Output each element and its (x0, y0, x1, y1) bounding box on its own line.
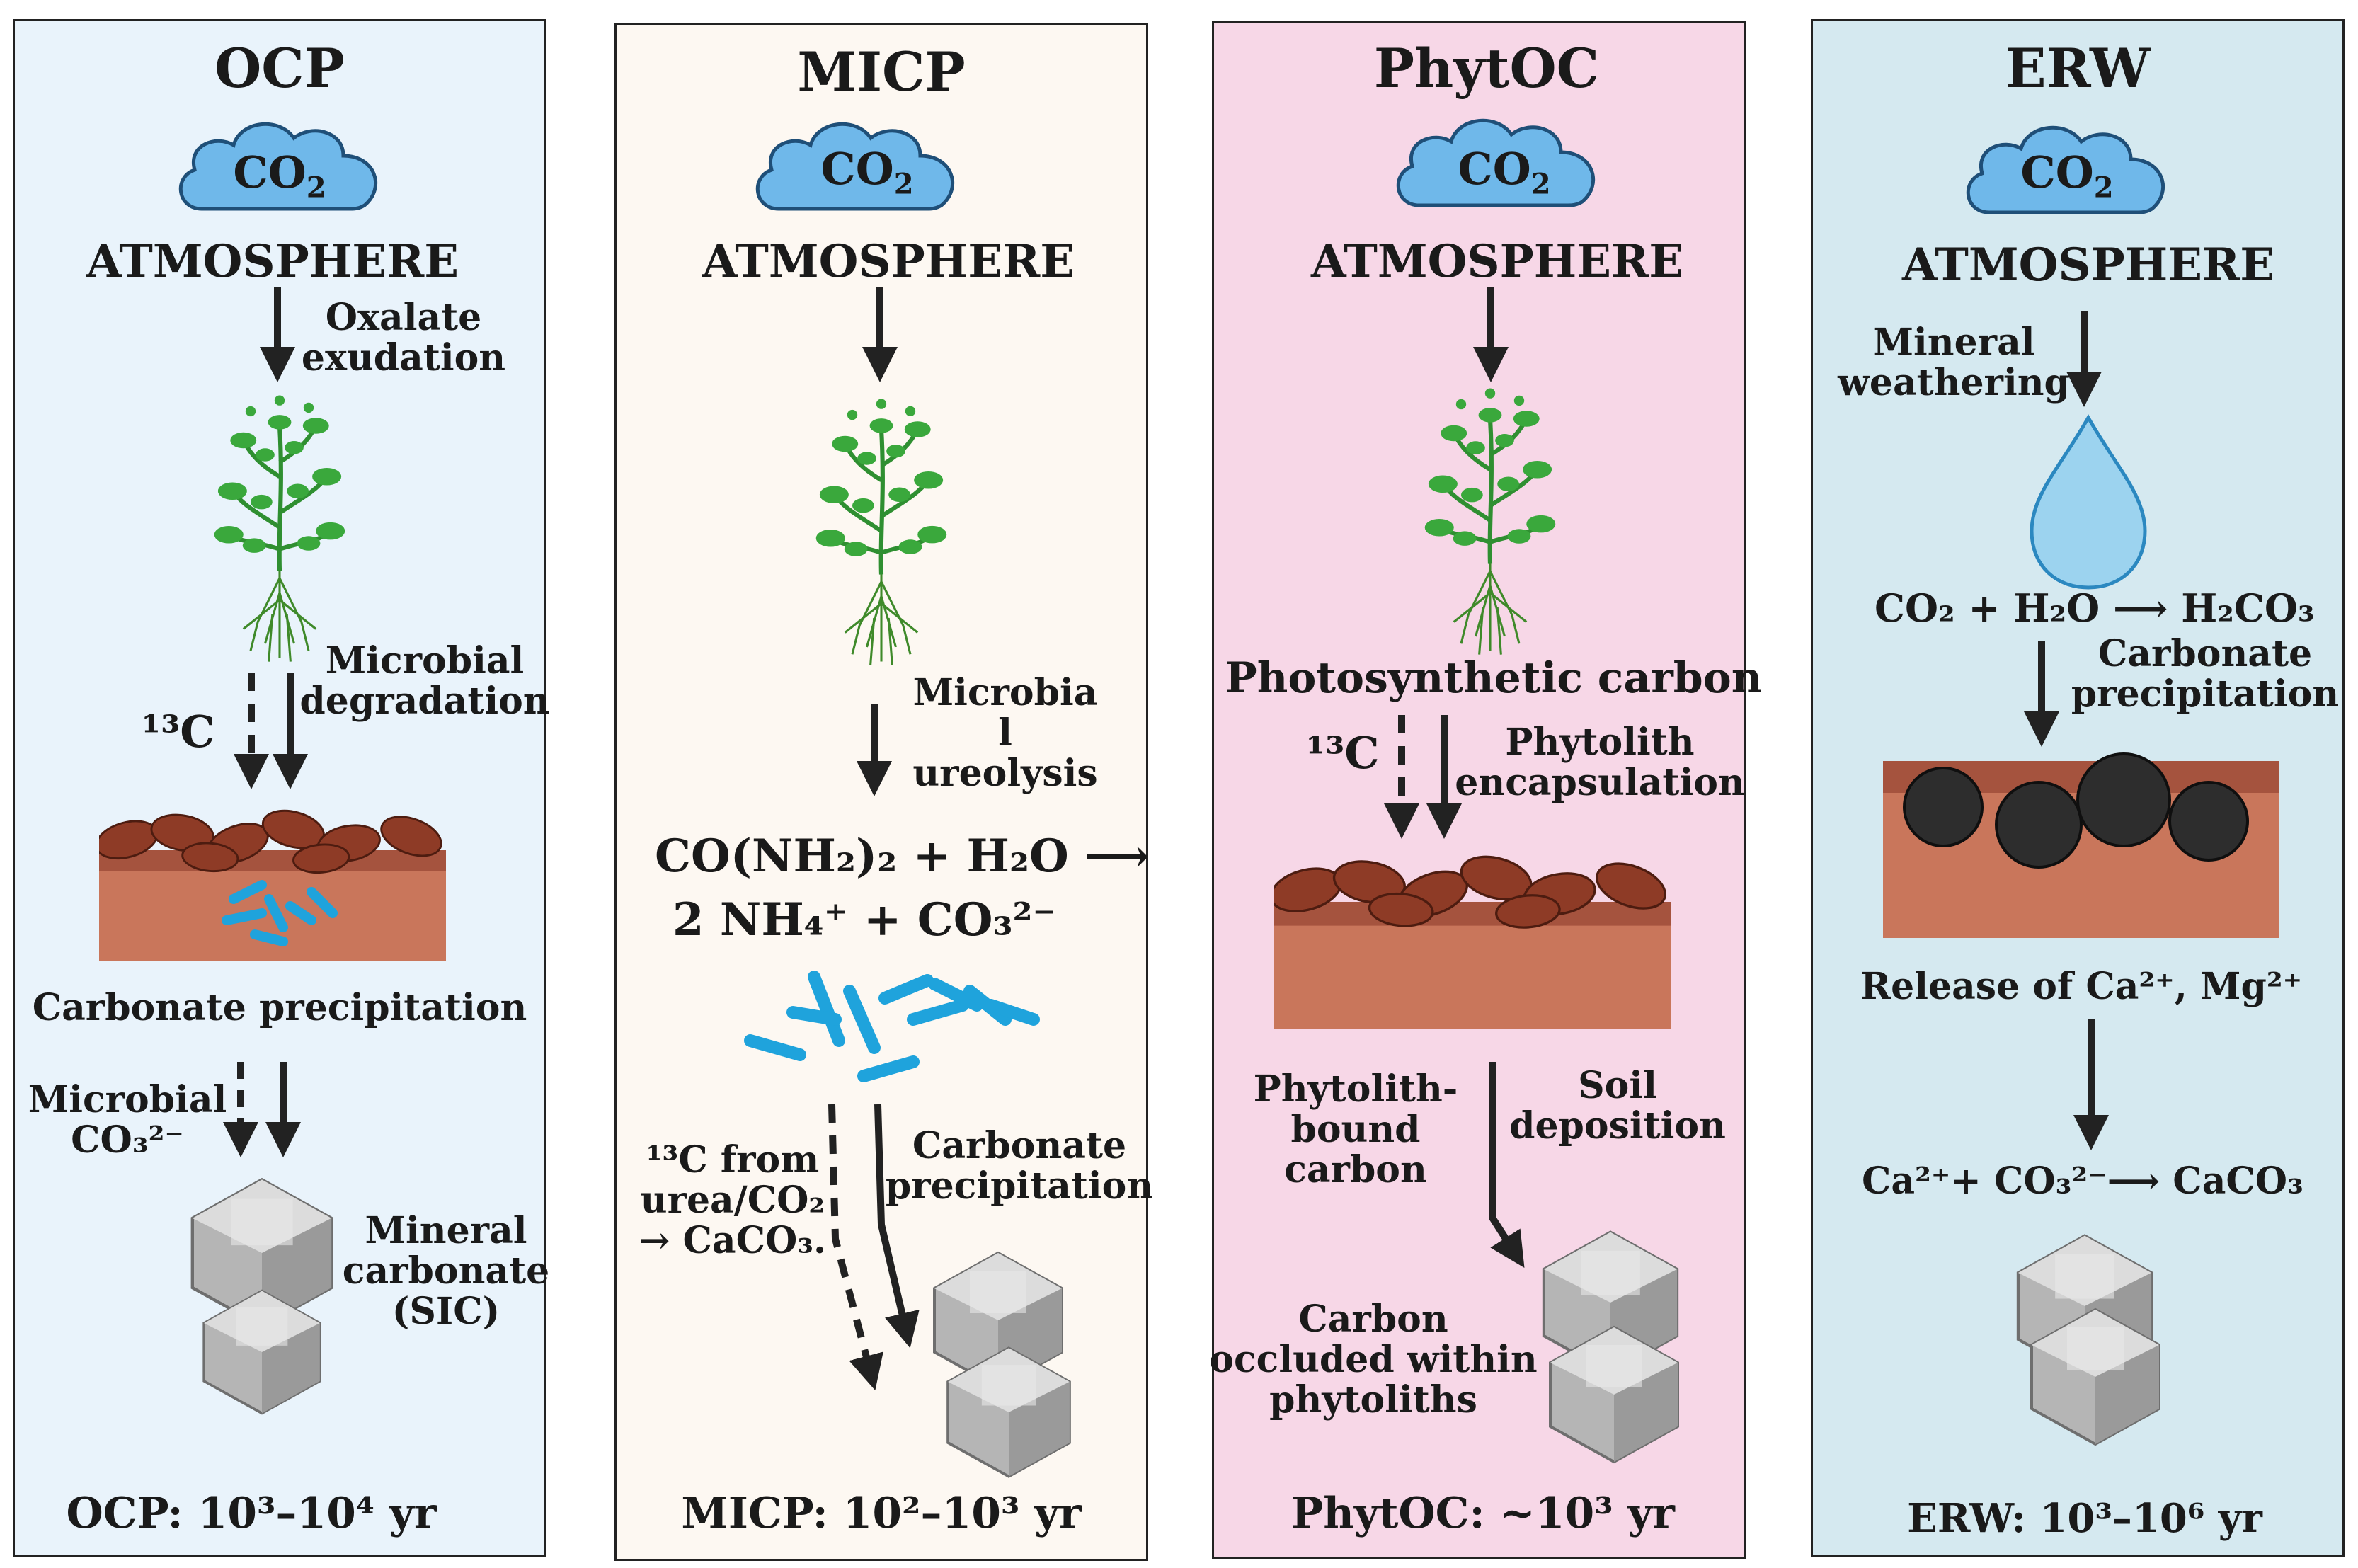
timescale-label: OCP: 10³–10⁴ yr (66, 1489, 437, 1538)
phytolith-encapsulation-label: Phytolith encapsulation (1455, 721, 1745, 805)
carbonate-precipitation-label: Carbonate precipitation (32, 986, 527, 1029)
microbial-degradation-label: Microbial degradation (299, 639, 550, 723)
photosynthetic-carbon-label: Photosynthetic carbon (1225, 653, 1763, 703)
atmosphere-label: ATMOSPHERE (1311, 235, 1683, 288)
atmosphere-label: ATMOSPHERE (86, 235, 459, 288)
phytolith-bound-carbon-label: Phytolith- bound carbon (1253, 1068, 1458, 1192)
microbial-ureolysis-label: Microbia l ureolysis (912, 671, 1098, 796)
urea-equation-line1: CO(NH₂)₂ + H₂O ⟶ (655, 830, 1150, 883)
microbial-co3-label: Microbial CO₃²⁻ (28, 1078, 227, 1162)
panel-title: OCP (214, 37, 345, 100)
atmosphere-label: ATMOSPHERE (702, 235, 1075, 288)
co2-label: CO2 (820, 143, 914, 201)
oxalate-exudation-label: Oxalate exudation (301, 296, 506, 380)
c13-label: ¹³C (142, 706, 215, 757)
carbonate-precipitation-label: Carbonate precipitation (885, 1124, 1154, 1208)
calcite-equation: Ca²⁺+ CO₃²⁻⟶ CaCO₃ (1862, 1160, 2303, 1203)
release-ca-mg-label: Release of Ca²⁺, Mg²⁺ (1860, 965, 2303, 1008)
mineral-carbonate-label: Mineral carbonate (SIC) (342, 1209, 550, 1334)
timescale-label: MICP: 10²–10³ yr (681, 1489, 1082, 1538)
panel-title: PhytOC (1373, 37, 1600, 100)
atmosphere-label: ATMOSPHERE (1902, 239, 2274, 292)
carbonic-acid-equation: CO₂ + H₂O ⟶ H₂CO₃ (1875, 585, 2315, 631)
co2-label: CO2 (2020, 147, 2114, 205)
co2-label: CO2 (233, 147, 326, 205)
co2-label: CO2 (1458, 143, 1551, 201)
carbon-occluded-label: Carbon occluded within phytoliths (1209, 1298, 1538, 1422)
mineral-weathering-label: Mineral weathering (1838, 321, 2070, 405)
timescale-label: PhytOC: ~10³ yr (1291, 1489, 1675, 1538)
timescale-label: ERW: 10³–10⁶ yr (1907, 1495, 2262, 1542)
carbonate-precipitation-label: Carbonate precipitation (2071, 632, 2340, 716)
panel-title: MICP (797, 40, 966, 103)
soil-deposition-label: Soil deposition (1509, 1064, 1726, 1148)
c13-label: ¹³C (1306, 727, 1380, 779)
urea-equation-line2: 2 NH₄⁺ + CO₃²⁻ (673, 893, 1057, 946)
c13-from-urea-label: ¹³C from urea/CO₂ → CaCO₃. (639, 1138, 827, 1263)
panel-title: ERW (2005, 37, 2151, 100)
